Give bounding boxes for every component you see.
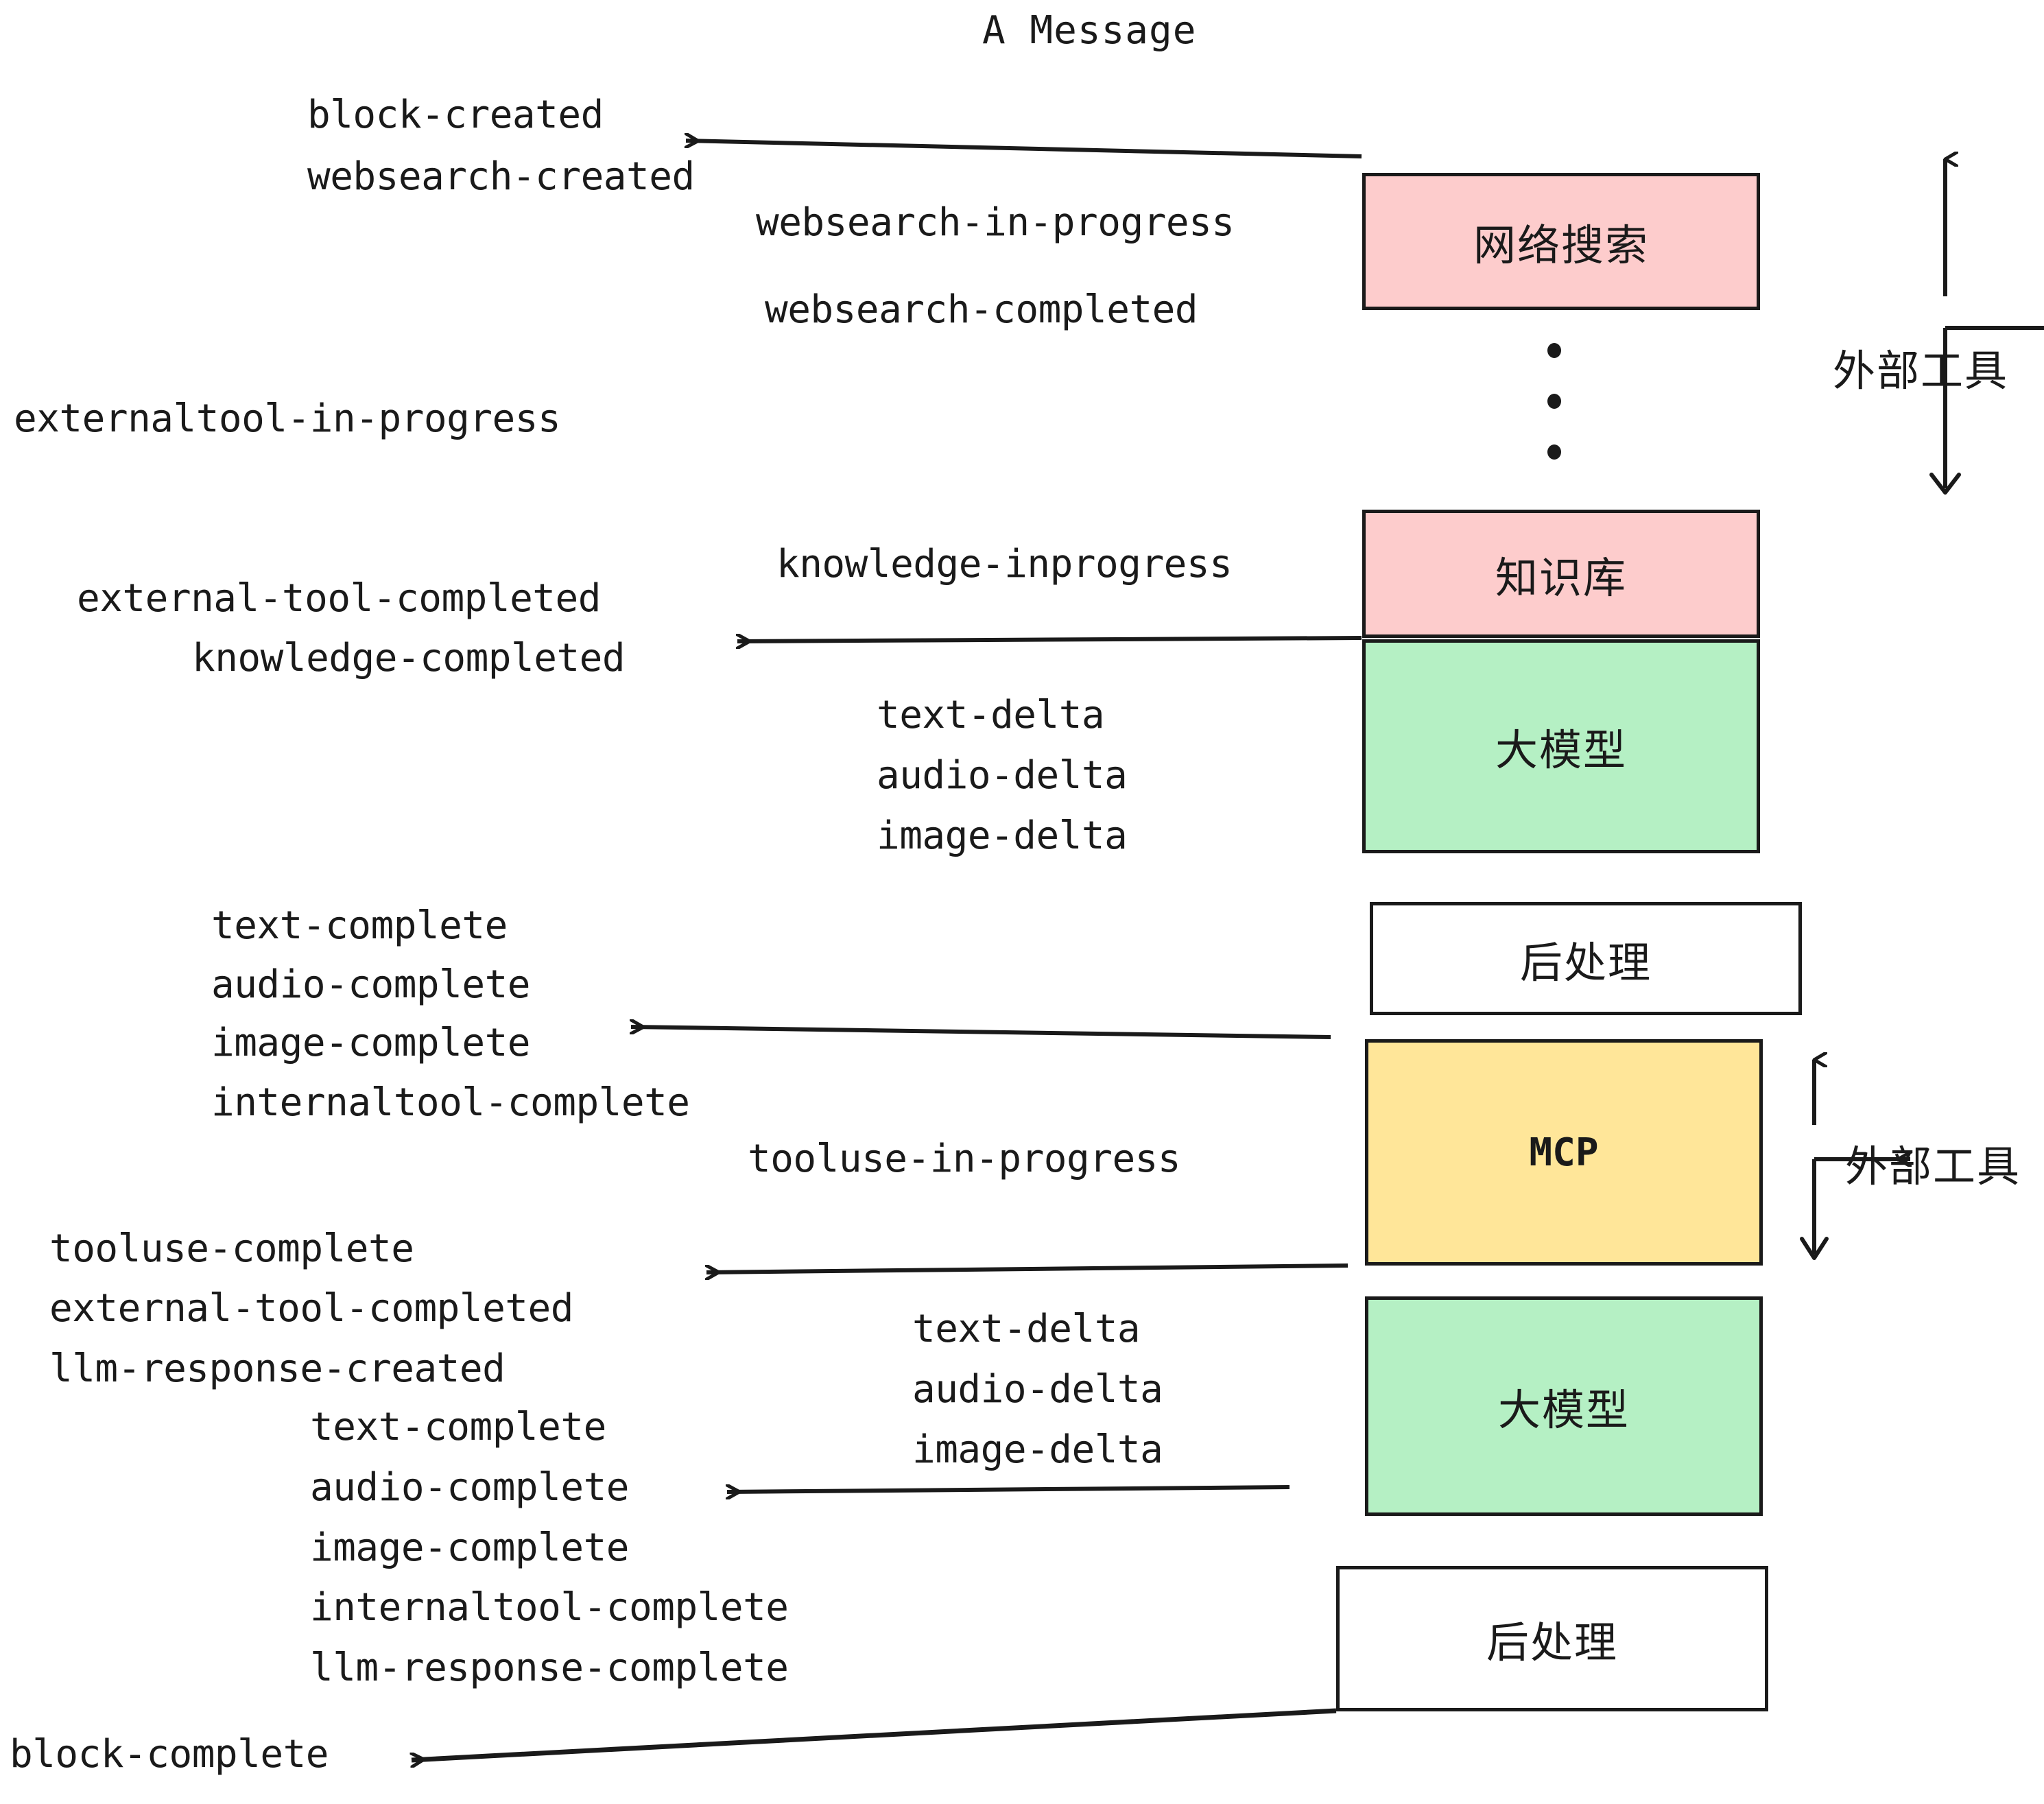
event-llm-response-complete: llm-response-complete [310, 1646, 789, 1690]
event-image-complete-1: image-complete [211, 1021, 531, 1065]
event-block-complete: block-complete [10, 1732, 329, 1777]
event-text-complete-2: text-complete [310, 1405, 606, 1449]
event-websearch-in-progress: websearch-in-progress [756, 200, 1235, 245]
arrow-head-down [1800, 1237, 1829, 1260]
event-websearch-created: websearch-created [307, 154, 695, 199]
event-text-delta-1: text-delta [877, 693, 1105, 737]
external-tool-bracket-top-arrows [1943, 159, 2044, 330]
event-text-delta-2: text-delta [912, 1307, 1141, 1351]
event-knowledge-completed: knowledge-completed [192, 636, 626, 680]
arrow-head-down [1929, 473, 1961, 495]
arrow-knowledge-to-knowledge-completed [737, 638, 1362, 641]
box-llm-2[interactable]: 大模型 [1365, 1296, 1763, 1516]
arrow-postprocess1-to-image-complete [631, 1027, 1331, 1039]
event-audio-complete-2: audio-complete [310, 1465, 630, 1510]
event-audio-delta-1: audio-delta [877, 753, 1128, 798]
event-image-delta-1: image-delta [877, 814, 1128, 858]
arrow-postprocess2-to-block-complete [412, 1708, 1337, 1760]
box-knowledge-label: 知识库 [1495, 552, 1627, 603]
event-externaltool-in-progress: externaltool-in-progress [14, 396, 561, 441]
page-title: A Message [982, 8, 1197, 53]
event-external-tool-completed-2: external-tool-completed [49, 1286, 573, 1331]
dot [1547, 343, 1561, 358]
box-postprocess-1[interactable]: 后处理 [1370, 902, 1802, 1015]
event-block-created: block-created [307, 93, 604, 137]
external-tool-label-bottom: 外部工具 [1845, 1141, 2021, 1191]
box-postprocess-2-label: 后处理 [1486, 1617, 1618, 1667]
arrow-llm2-to-audio-complete [727, 1487, 1290, 1492]
box-mcp[interactable]: MCP [1365, 1039, 1763, 1266]
dot [1547, 394, 1561, 409]
ellipsis-dots [1547, 343, 1562, 460]
event-tooluse-in-progress: tooluse-in-progress [748, 1137, 1181, 1181]
event-audio-delta-2: audio-delta [912, 1367, 1163, 1412]
box-knowledge[interactable]: 知识库 [1362, 510, 1760, 638]
event-external-tool-completed-1: external-tool-completed [77, 576, 601, 621]
box-mcp-label: MCP [1529, 1130, 1599, 1175]
event-image-delta-2: image-delta [912, 1427, 1163, 1472]
box-postprocess-2[interactable]: 后处理 [1336, 1566, 1768, 1711]
event-internaltool-complete-1: internaltool-complete [211, 1080, 690, 1125]
event-audio-complete-1: audio-complete [211, 962, 531, 1007]
event-websearch-completed: websearch-completed [765, 287, 1198, 332]
event-internaltool-complete-2: internaltool-complete [310, 1585, 789, 1630]
external-tool-label-top: 外部工具 [1833, 346, 2009, 396]
box-postprocess-1-label: 后处理 [1519, 937, 1652, 988]
event-tooluse-complete: tooluse-complete [49, 1226, 414, 1271]
event-image-complete-2: image-complete [310, 1526, 630, 1570]
box-llm-1[interactable]: 大模型 [1362, 639, 1760, 853]
box-llm-1-label: 大模型 [1495, 725, 1627, 775]
event-knowledge-inprogress: knowledge-inprogress [776, 542, 1233, 586]
arrow-mcp-to-tooluse-complete [706, 1263, 1348, 1272]
arrow-websearch-to-block-created [686, 141, 1362, 158]
event-llm-response-created: llm-response-created [49, 1346, 506, 1391]
dot [1547, 444, 1561, 460]
event-text-complete-1: text-complete [211, 903, 508, 948]
box-websearch-label: 网络搜索 [1473, 220, 1649, 270]
box-websearch[interactable]: 网络搜索 [1362, 173, 1760, 310]
box-llm-2-label: 大模型 [1497, 1385, 1630, 1435]
